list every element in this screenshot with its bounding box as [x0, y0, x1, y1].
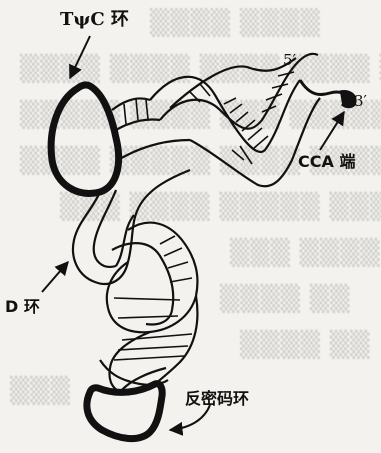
three-prime-label: 3′: [354, 92, 367, 110]
tpsic-loop-label: TψC 环: [60, 5, 129, 31]
d-loop-label: D 环: [5, 293, 40, 317]
five-prime-label: 5′: [283, 51, 296, 69]
anticodon-loop: [87, 384, 162, 439]
tpsic-loop: [51, 85, 118, 193]
anticodon-stem-helix: [100, 223, 197, 392]
cca-tail-end: [340, 91, 355, 106]
cca-end-label: CCA 端: [298, 148, 355, 172]
tpsic-label-arrow: [70, 36, 90, 78]
d-loop-label-arrow: [42, 262, 68, 292]
cca-label-arrow: [320, 112, 344, 150]
anticodon-stem-base-pairs: [114, 236, 192, 360]
anticodon-loop-label: 反密码环: [185, 385, 249, 409]
acceptor-stem-helix: [150, 54, 320, 186]
